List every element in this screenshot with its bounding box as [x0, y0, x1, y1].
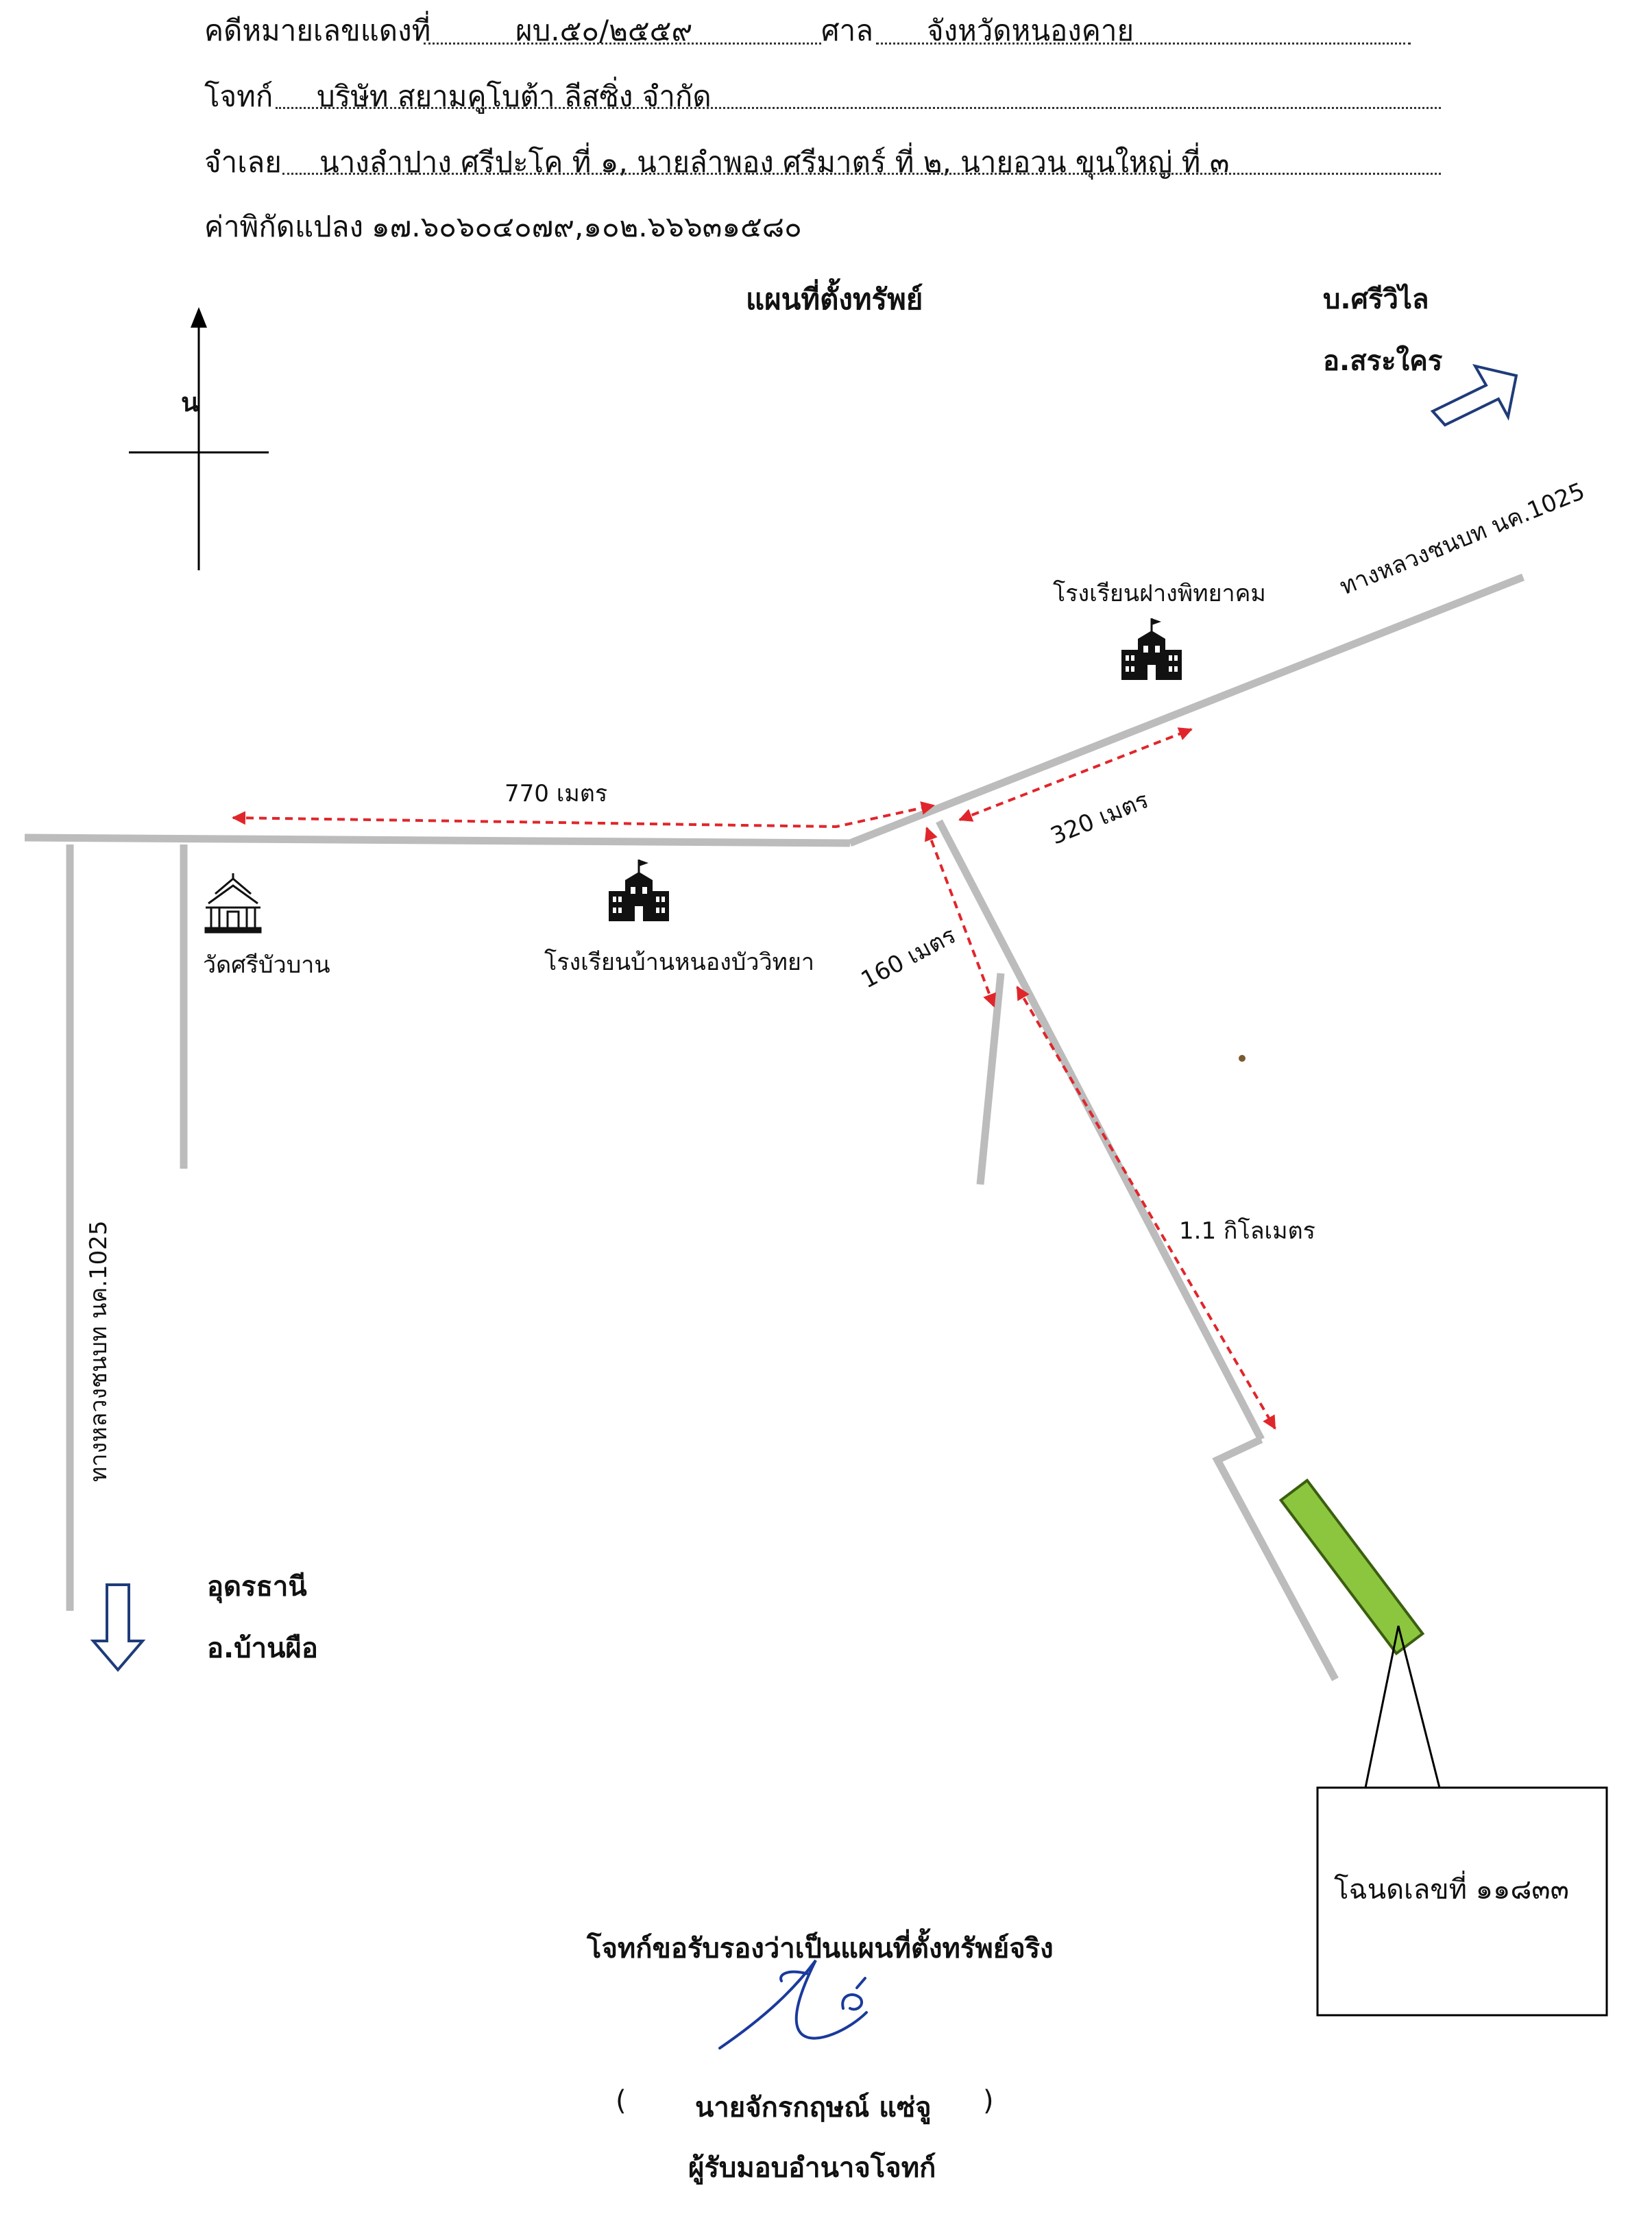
landmark-school-phang: โรงเรียนฝางพิทยาคม	[1053, 580, 1266, 607]
north-arrow-icon	[191, 307, 207, 328]
sw-direction-line1: อุดรธานี	[207, 1571, 307, 1603]
distance-ne-arrow	[958, 727, 1193, 822]
deed-number: โฉนดเลขที่ ๑๑๘๓๓	[1334, 1874, 1569, 1906]
school-building-icon	[609, 860, 669, 921]
signer-role: ผู้รับมอบอำนาจโจทก์	[688, 2152, 936, 2184]
signature-mark	[718, 1959, 868, 2049]
map-speck	[1239, 1055, 1246, 1062]
plaintiff-line	[276, 107, 1441, 109]
ne-direction-line1: บ.ศรีวิไล	[1323, 284, 1429, 315]
signer-name: นายจักรกฤษณ์ แซ่จู	[695, 2092, 932, 2124]
landmark-temple: วัดศรีบัวบาน	[203, 951, 330, 979]
case-number-label: คดีหมายเลขแดงที่	[204, 14, 431, 47]
road-parcel-access	[1212, 1436, 1339, 1681]
court-line	[876, 42, 1411, 45]
distance-south-arrow	[924, 827, 997, 1008]
school-building-icon	[1121, 618, 1182, 680]
deed-callout-pointer	[1364, 1625, 1441, 1788]
land-parcel	[1278, 1478, 1425, 1656]
road-main-west	[24, 834, 851, 847]
south-arrow-icon	[90, 1583, 146, 1672]
north-label: น	[181, 387, 199, 417]
north-compass	[129, 307, 269, 570]
defendant-line	[282, 173, 1441, 175]
distance-west-label: 770 เมตร	[505, 780, 608, 807]
certify-statement: โจทก์ขอรับรองว่าเป็นแผนที่ตั้งทรัพย์จริง	[587, 1933, 1054, 1964]
road-label-west: ทางหลวงชนบท นค.1025	[85, 1220, 112, 1483]
close-paren: )	[983, 2085, 994, 2117]
road-1025-northeast	[848, 573, 1525, 847]
deed-callout-box	[1316, 1786, 1608, 2017]
open-paren: (	[616, 2085, 627, 2117]
defendant-label: จำเลย	[204, 145, 282, 179]
temple-icon	[204, 873, 262, 934]
northeast-arrow-icon	[1430, 364, 1518, 427]
distance-parcel-arrow	[1016, 986, 1276, 1430]
landmark-school-nongbua: โรงเรียนบ้านหนองบัววิทยา	[544, 949, 814, 976]
distance-parcel-label: 1.1 กิโลเมตร	[1179, 1217, 1315, 1245]
case-number-line	[424, 42, 821, 45]
case-number-value: ผบ.๕๐/๒๕๕๙	[515, 14, 693, 47]
court-label: ศาล	[821, 14, 873, 47]
ne-direction-line2: อ.สระใคร	[1323, 345, 1443, 377]
plaintiff-label: โจทก์	[204, 80, 274, 113]
map-title: แผนที่ตั้งทรัพย์	[746, 282, 923, 316]
coords-value: ๑๗.๖๐๖๐๔๐๗๙,๑๐๒.๖๖๖๓๑๕๘๐	[372, 210, 802, 243]
road-south-branch	[976, 973, 1005, 1185]
distance-west-arrow	[232, 801, 935, 829]
coords-label: ค่าพิกัดแปลง	[204, 210, 364, 243]
sw-direction-line2: อ.บ้านผือ	[207, 1633, 318, 1664]
court-value: จังหวัดหนองคาย	[927, 14, 1134, 47]
distance-markers	[232, 727, 1276, 1430]
